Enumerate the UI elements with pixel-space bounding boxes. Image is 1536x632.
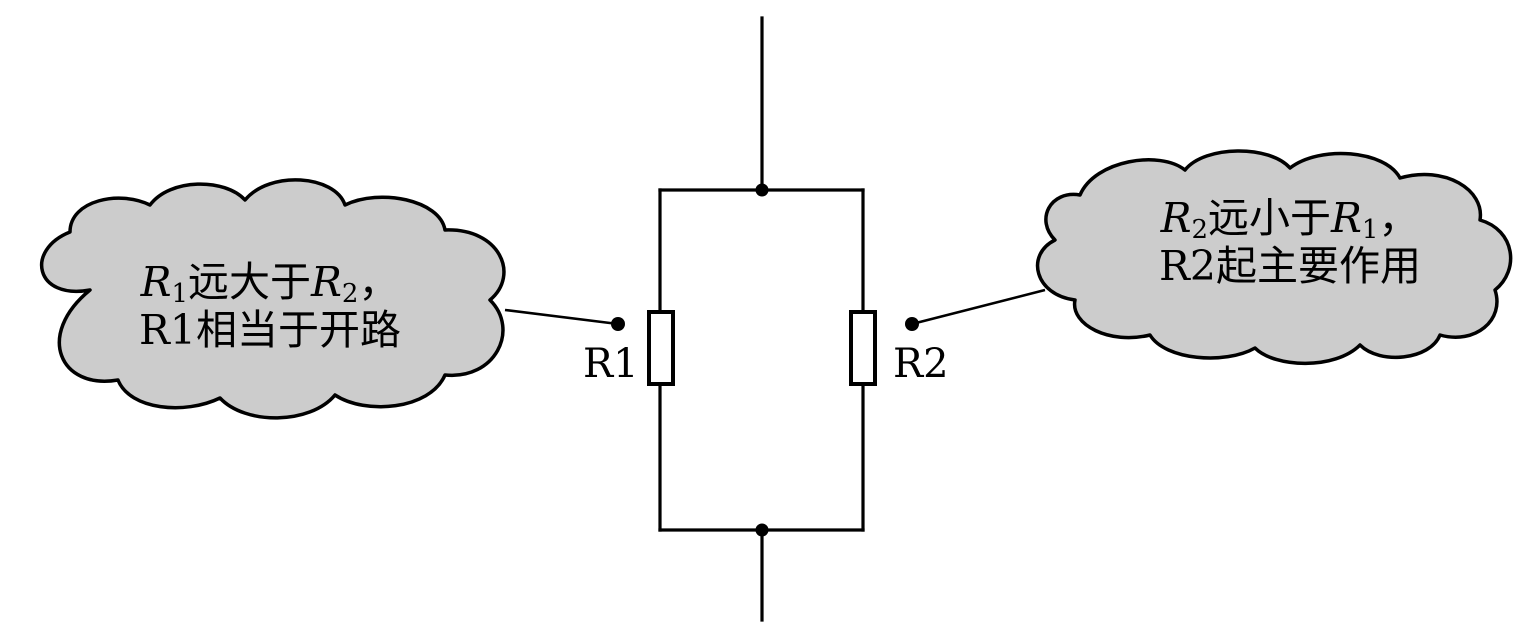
callout-cloud-left bbox=[40, 178, 506, 420]
callout-left-comma: ， bbox=[358, 258, 400, 306]
callout-left-line1: R1远大于R2， bbox=[100, 258, 440, 309]
bottom-junction-dot bbox=[755, 523, 769, 537]
resistor-r2 bbox=[849, 310, 877, 386]
callout-right-sub-a: 2 bbox=[1191, 215, 1208, 245]
callout-right-sub-b: 1 bbox=[1361, 215, 1379, 245]
callout-left-sub-b: 2 bbox=[341, 279, 359, 309]
resistor-r1-label: R1 bbox=[583, 341, 639, 387]
callout-right-var-a: R bbox=[1160, 194, 1192, 242]
callout-right-line1: R2远小于R1， bbox=[1120, 194, 1460, 245]
callout-leader-right bbox=[911, 288, 1046, 326]
callout-text-right: R2远小于R1， R2起主要作用 bbox=[1120, 194, 1460, 291]
callout-left-var-b: R bbox=[311, 258, 342, 306]
callout-cloud-right bbox=[1035, 149, 1513, 366]
callout-left-sub-a: 1 bbox=[171, 279, 188, 309]
callout-right-line2: R2起主要作用 bbox=[1159, 242, 1421, 291]
resistor-r2-label: R2 bbox=[893, 341, 949, 387]
callout-pointer-dot-left bbox=[611, 317, 625, 331]
callout-left-line2: R1相当于开路 bbox=[139, 306, 401, 355]
callout-leader-left bbox=[504, 308, 619, 326]
callout-right-var-b: R bbox=[1331, 194, 1362, 242]
resistor-r1 bbox=[647, 310, 675, 386]
callout-pointer-dot-right bbox=[905, 317, 919, 331]
callout-left-relation: 远大于 bbox=[188, 258, 311, 306]
callout-left-var-a: R bbox=[140, 258, 172, 306]
callout-right-comma: ， bbox=[1378, 194, 1420, 242]
callout-right-relation: 远小于 bbox=[1208, 194, 1331, 242]
callout-text-left: R1远大于R2， R1相当于开路 bbox=[100, 258, 440, 355]
top-junction-dot bbox=[755, 183, 769, 197]
